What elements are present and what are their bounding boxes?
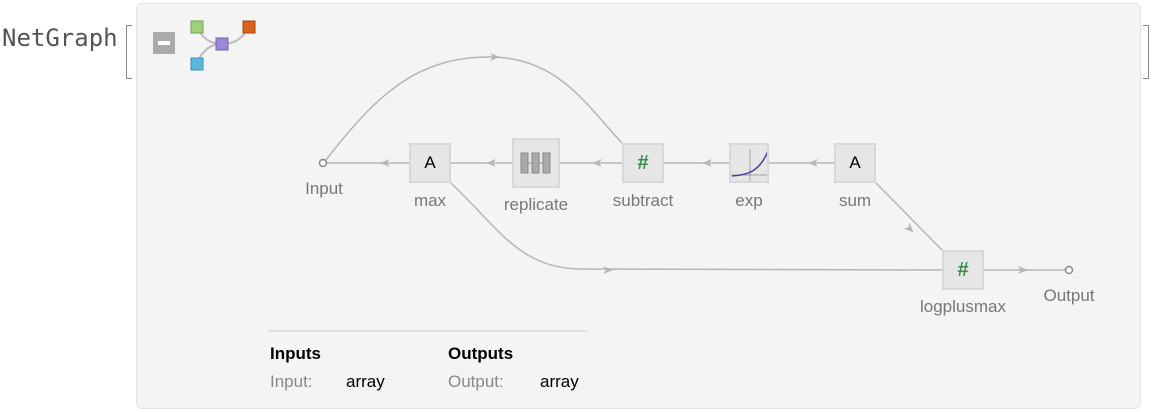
exp-curve-icon xyxy=(731,149,767,181)
output-port xyxy=(1064,265,1074,275)
node-subtract[interactable]: # xyxy=(622,143,664,183)
input-name: Input: xyxy=(270,372,313,391)
node-logplusmax[interactable]: # xyxy=(942,250,984,290)
output-name: Output: xyxy=(448,372,504,391)
node-glyph: A xyxy=(849,153,861,172)
replicate-icon xyxy=(520,152,551,174)
output-label: Output xyxy=(1043,286,1095,305)
left-bracket xyxy=(126,25,132,79)
node-replicate[interactable] xyxy=(512,138,560,188)
outputs-title: Outputs xyxy=(448,344,514,363)
node-glyph: A xyxy=(424,153,436,172)
node-label-exp: exp xyxy=(735,191,763,210)
netgraph-panel xyxy=(136,3,1141,409)
node-label-max: max xyxy=(413,191,447,210)
node-label-replicate: replicate xyxy=(503,195,569,214)
netgraph-logo-icon xyxy=(190,20,256,71)
input-label: Input xyxy=(305,179,343,198)
collapse-button[interactable] xyxy=(153,32,175,54)
right-bracket xyxy=(1143,25,1149,79)
node-sum[interactable]: A xyxy=(834,143,876,183)
input-port xyxy=(318,158,328,168)
netgraph-head: NetGraph xyxy=(2,24,118,52)
node-max[interactable]: A xyxy=(409,143,451,183)
output-type: array xyxy=(540,372,579,391)
node-label-subtract: subtract xyxy=(612,191,674,210)
node-exp[interactable] xyxy=(729,143,769,183)
node-label-sum: sum xyxy=(838,191,872,210)
inputs-title: Inputs xyxy=(270,344,321,363)
node-glyph: # xyxy=(957,258,969,281)
node-label-logplusmax: logplusmax xyxy=(920,297,1006,316)
node-glyph: # xyxy=(637,151,649,174)
input-type: array xyxy=(346,372,385,391)
